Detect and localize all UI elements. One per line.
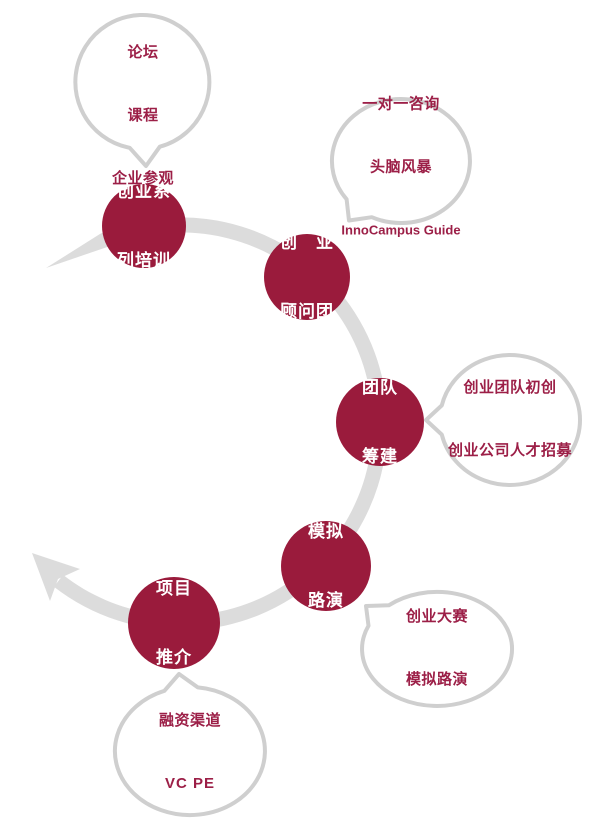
callout-line: 模拟路演	[405, 671, 469, 688]
step-label-pitch: 项目 推介	[156, 531, 192, 715]
callout-label-training-topics: 讲座 论坛 课程 企业参观	[112, 0, 174, 231]
callout-bubble-training-topics	[73, 13, 212, 168]
callout-line: 企业参观	[111, 170, 175, 187]
callout-label-funding-channels: 融资渠道 VC PE	[159, 668, 221, 832]
step-circle-roadshow	[281, 521, 371, 611]
step-label-line: 模拟	[308, 522, 344, 541]
step-label-line: 团队	[362, 378, 398, 397]
callout-line: VC PE	[164, 775, 216, 792]
callout-line: 课程	[127, 107, 159, 124]
step-label-line: 创业系	[117, 182, 171, 201]
step-label-line: 项目	[156, 579, 192, 598]
step-label-line: 路演	[308, 591, 344, 610]
callout-bubble-team-building	[424, 353, 582, 487]
callout-line: 论坛	[127, 44, 159, 61]
callout-label-team-building: 创业团队初创 创业公司人才招募	[448, 335, 572, 503]
step-label-advisors: 创 业 顾问团	[280, 185, 334, 369]
step-label-roadshow: 模拟 路演	[308, 474, 344, 658]
step-circle-pitch	[128, 577, 220, 669]
step-circle-team	[336, 378, 424, 466]
step-circle-advisors	[264, 234, 350, 320]
callout-line: 创业公司人才招募	[447, 442, 573, 459]
step-circle-training	[102, 184, 186, 268]
callout-bubble-roadshow-events	[360, 589, 515, 708]
callout-line: 创业大赛	[405, 608, 469, 625]
step-label-line: 创 业	[280, 233, 334, 252]
callout-bubble-advisor-services	[330, 97, 472, 225]
flow-arc	[46, 217, 388, 631]
callout-label-advisor-services: 一对一咨询 头脑风暴 InnoCampus Guide	[341, 52, 460, 283]
step-label-team: 团队 筹建	[362, 330, 398, 514]
callout-label-roadshow-events: 创业大赛 模拟路演	[406, 564, 468, 732]
callout-bubble-funding-channels	[112, 672, 267, 818]
flow-arrowhead-icon	[32, 553, 80, 601]
callout-line: InnoCampus Guide	[341, 222, 461, 238]
step-label-line: 列培训	[117, 251, 171, 270]
step-label-training: 创业系 列培训	[117, 134, 171, 318]
step-label-line: 推介	[156, 648, 192, 667]
step-label-line: 筹建	[362, 447, 398, 466]
callout-line: 头脑风暴	[369, 158, 433, 176]
callout-line: 融资渠道	[158, 712, 222, 729]
callout-line: 创业团队初创	[463, 379, 557, 396]
callout-line: 一对一咨询	[362, 95, 440, 113]
step-label-line: 顾问团	[280, 302, 334, 321]
